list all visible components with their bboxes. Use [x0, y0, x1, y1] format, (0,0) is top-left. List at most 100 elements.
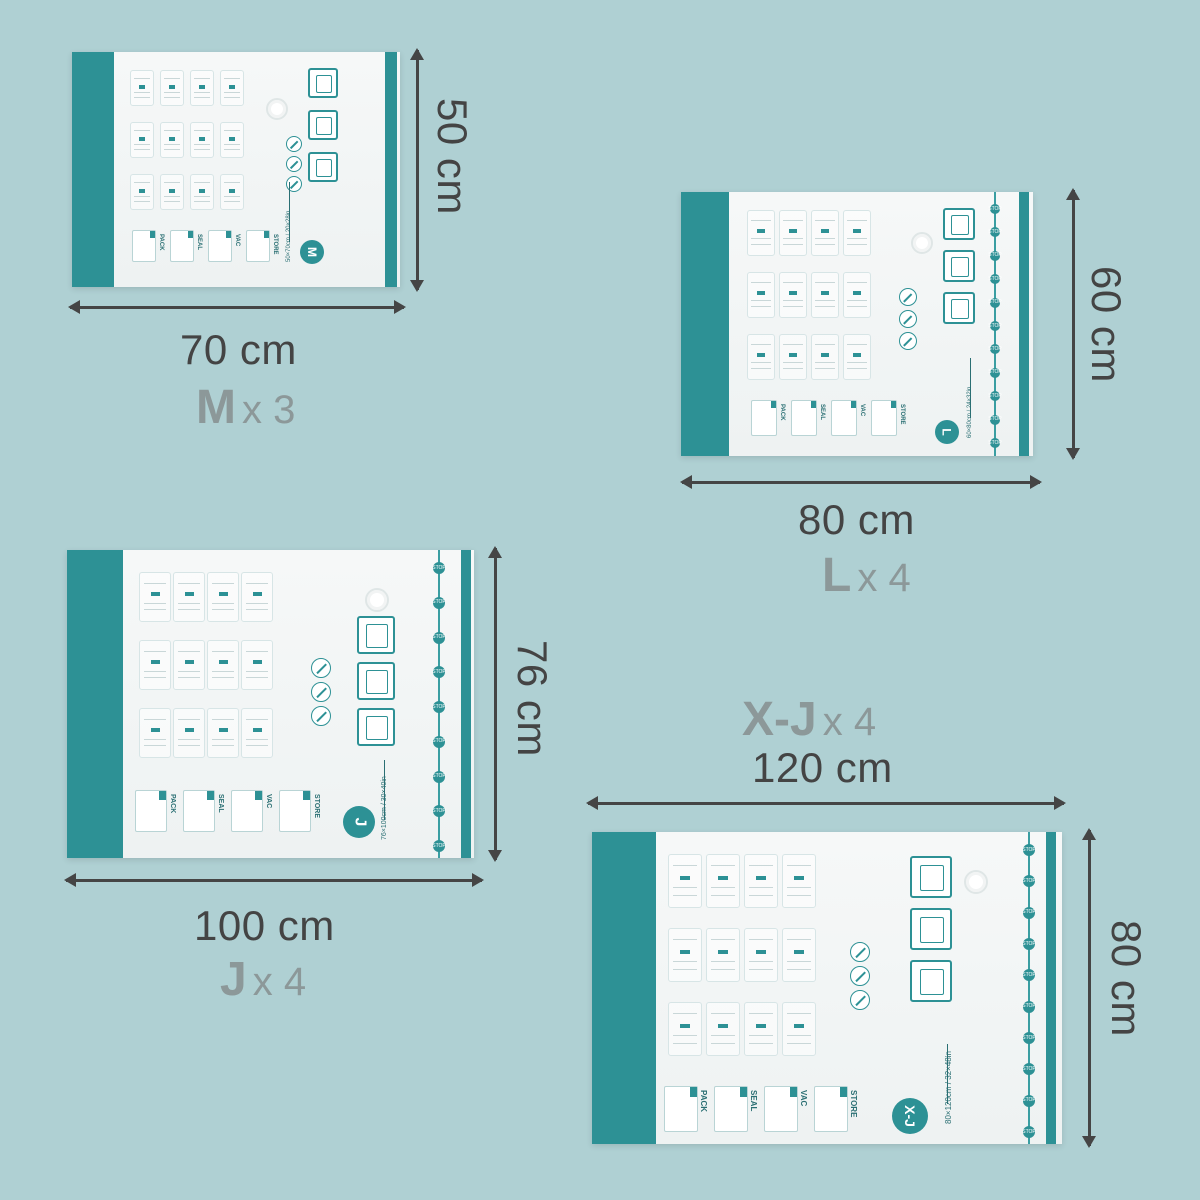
xj-width-label: 120 cm [752, 744, 893, 791]
bag-l-instruction-panel [747, 272, 775, 318]
bag-m-step-vac [208, 230, 232, 262]
bag-l-step-label: STORE [899, 404, 905, 425]
qty-j-count: x 4 [252, 960, 307, 1004]
bag-j-prohibited-icon [311, 706, 331, 726]
l-width-arrow [680, 475, 1042, 489]
bag-j-instruction-panel [173, 708, 205, 758]
bag-j-size-divider [384, 760, 385, 820]
bag-m-step-store [246, 230, 270, 262]
qty-xj-count: x 4 [822, 700, 877, 744]
bag-j-instruction-panel [207, 572, 239, 622]
bag-j-prohibited-icon [311, 658, 331, 678]
bag-l-zipper-stop-dot: STOP [988, 274, 1002, 285]
bag-l-shirt-icon [943, 292, 975, 324]
m-height-arrow [410, 48, 424, 292]
bag-j-zipper-stop-dot: STOP [432, 770, 446, 783]
j-height-label: 76 cm [509, 640, 556, 757]
bag-m-prohibited-icon [286, 176, 302, 192]
bag-l-step-label: VAC [859, 404, 865, 417]
bag-xj-instruction-panel [782, 1002, 816, 1056]
bag-xj-zipper-stop-dot: STOP [1022, 1000, 1036, 1013]
bag-l-step-label: PACK [779, 404, 785, 421]
bag-j-step-seal [183, 790, 215, 832]
bag-xj-band [592, 832, 656, 1144]
l-width-label: 80 cm [798, 496, 915, 543]
bag-l-zipper-stop-dot: STOP [988, 297, 1002, 308]
bag-xj-instruction-panel [744, 854, 778, 908]
bag-l-zipper-stop-dot: STOP [988, 391, 1002, 402]
bag-m-step-label: STORE [272, 234, 278, 255]
bag-m-valve [266, 98, 288, 120]
bag-l-instruction-panel [747, 210, 775, 256]
bag-m-instruction-panel [160, 174, 184, 210]
bag-xj-zipper-stop-dot: STOP [1022, 1032, 1036, 1044]
bag-j-instruction-panel [139, 640, 171, 690]
bag-j-instruction-panel [207, 640, 239, 690]
bag-j-step-label: STORE [313, 794, 320, 818]
bag-m-instruction-panel [190, 70, 214, 106]
j-width-arrow [64, 873, 484, 887]
bag-m-instruction-panel [220, 70, 244, 106]
bag-j-zipper-stop-dot: STOP [432, 631, 446, 644]
bag-j-zipper-stop-dot: STOP [432, 840, 446, 852]
bag-m-instruction-panel [130, 70, 154, 106]
bag-l-step-label: SEAL [819, 404, 825, 421]
bag-j-valve [365, 588, 389, 612]
bag-xj-instruction-panel [668, 928, 702, 982]
bag-xj-zipper-stop-dot: STOP [1022, 906, 1036, 919]
bag-xj-zipper-stop-dot: STOP [1022, 938, 1036, 950]
bag-xj-zipper-stop-dot: STOP [1022, 1126, 1036, 1138]
bag-j-instruction-panel [139, 708, 171, 758]
bag-l-instruction-panel [843, 334, 871, 380]
bag-m-instruction-panel [190, 174, 214, 210]
bag-l-zipper-stop-dot: STOP [988, 438, 1002, 448]
bag-j-zipper-stop-dot: STOP [432, 562, 446, 574]
bag-xj-sheet-icon [910, 960, 952, 1002]
bag-m-instruction-panel [130, 174, 154, 210]
bag-l-instruction-panel [843, 210, 871, 256]
bag-xj-zipper-stop-dot: STOP [1022, 1094, 1036, 1107]
bag-m: M STOPSTOPSTOPSTOPSTOPSTOPSTOPSTOPSTOPPA… [72, 52, 400, 287]
bag-xj-step-store [814, 1086, 848, 1132]
bag-j-step-label: PACK [169, 794, 176, 814]
bag-xj-zipper-stop-dot: STOP [1022, 875, 1036, 888]
xj-height-arrow [1082, 828, 1096, 1148]
bag-j-instruction-panel [241, 572, 273, 622]
bag-j-instruction-panel [139, 572, 171, 622]
bag-xj-step-vac [764, 1086, 798, 1132]
j-width-label: 100 cm [194, 902, 335, 949]
bag-m-size-badge: M [300, 240, 324, 264]
bag-m-size-divider [289, 182, 290, 242]
bag-xj-instruction-panel [782, 854, 816, 908]
bag-xj-step-seal [714, 1086, 748, 1132]
l-height-arrow [1066, 188, 1080, 460]
bag-l-prohibited-icon [899, 332, 917, 350]
bag-j-edge-strip [461, 550, 471, 858]
bag-m-prohibited-icon [286, 136, 302, 152]
bag-m-band [72, 52, 114, 287]
qty-l-count: x 4 [857, 556, 911, 600]
bag-xj-step-label: SEAL [749, 1090, 758, 1112]
bag-m-step-pack [132, 230, 156, 262]
bag-xj-jacket-icon [910, 856, 952, 898]
bag-xj-edge-strip [1046, 832, 1056, 1144]
bag-l-zipper-stop-dot: STOP [988, 414, 1002, 425]
bag-l-zipper-stop-dot: STOP [988, 227, 1002, 238]
bag-xj-step-label: PACK [699, 1090, 708, 1113]
bag-j-step-store [279, 790, 311, 832]
bag-l-prohibited-icon [899, 288, 917, 306]
bag-l-instruction-panel [747, 334, 775, 380]
qty-m-size: M [196, 381, 236, 434]
bag-xj-instruction-panel [706, 1002, 740, 1056]
bag-m-prohibited-icon [286, 156, 302, 172]
bag-m-instruction-panel [190, 122, 214, 158]
bag-m-pants-icon [308, 110, 338, 140]
bag-m-step-label: PACK [158, 234, 164, 251]
bag-xj-prohibited-icon [850, 942, 870, 962]
bag-m-edge-strip [385, 52, 397, 287]
bag-l-step-seal [791, 400, 817, 436]
